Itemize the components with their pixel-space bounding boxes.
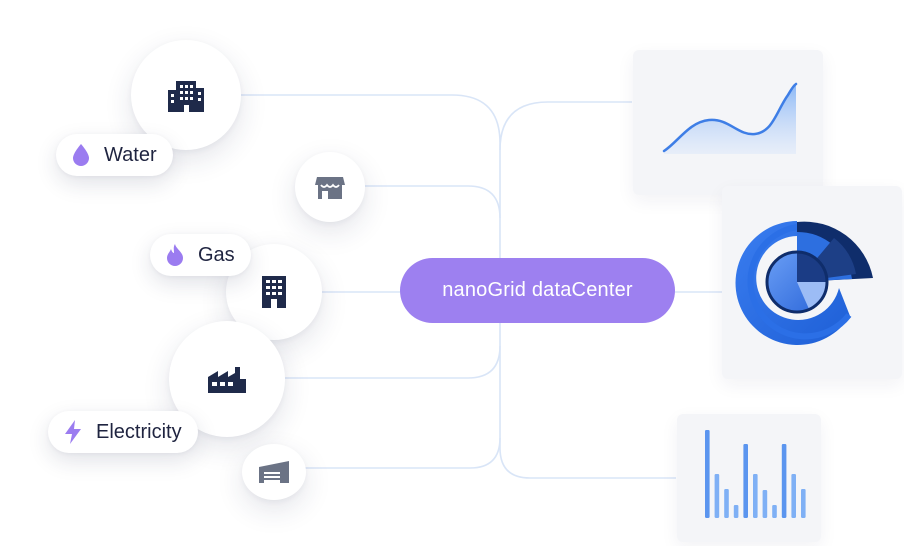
- gas-pill: Gas: [150, 234, 251, 276]
- bar-chart-card: [677, 414, 821, 542]
- warehouse-icon: [259, 461, 289, 483]
- store-icon: [315, 177, 345, 199]
- bar-chart-bar: [733, 505, 739, 518]
- bar-chart-bar: [801, 489, 806, 518]
- tower-building-icon: [262, 276, 286, 308]
- flame-icon: [164, 244, 186, 266]
- gas-label: Gas: [198, 243, 235, 266]
- water-label: Water: [104, 143, 157, 166]
- store-node: [295, 152, 365, 222]
- bar-chart-bar: [781, 444, 787, 518]
- bar-chart-preview: [705, 430, 806, 518]
- bar-chart-bar: [753, 474, 758, 518]
- area-chart-card: [633, 50, 823, 195]
- bar-chart-bar: [743, 444, 748, 518]
- bar-chart-bar: [772, 505, 777, 518]
- lightning-icon: [62, 420, 84, 444]
- electricity-pill: Electricity: [48, 411, 198, 453]
- bar-chart-bar: [724, 489, 729, 518]
- water-drop-icon: [70, 144, 92, 166]
- office-buildings-node: [131, 40, 241, 150]
- factory-icon: [208, 367, 246, 393]
- bar-chart-bar: [714, 474, 720, 518]
- radial-chart-preview: [735, 221, 873, 345]
- area-chart-preview: [662, 82, 798, 154]
- hub-label: nanoGrid dataCenter: [442, 279, 633, 301]
- radial-chart-card: [722, 186, 902, 379]
- bar-chart-bar: [791, 474, 796, 518]
- electricity-label: Electricity: [96, 420, 182, 443]
- water-pill: Water: [56, 134, 173, 176]
- bar-chart-bar: [762, 490, 768, 518]
- office-buildings-icon: [168, 81, 204, 112]
- warehouse-node: [242, 444, 306, 500]
- bar-chart-bar: [705, 430, 710, 518]
- hub-node: nanoGrid dataCenter: [400, 258, 675, 323]
